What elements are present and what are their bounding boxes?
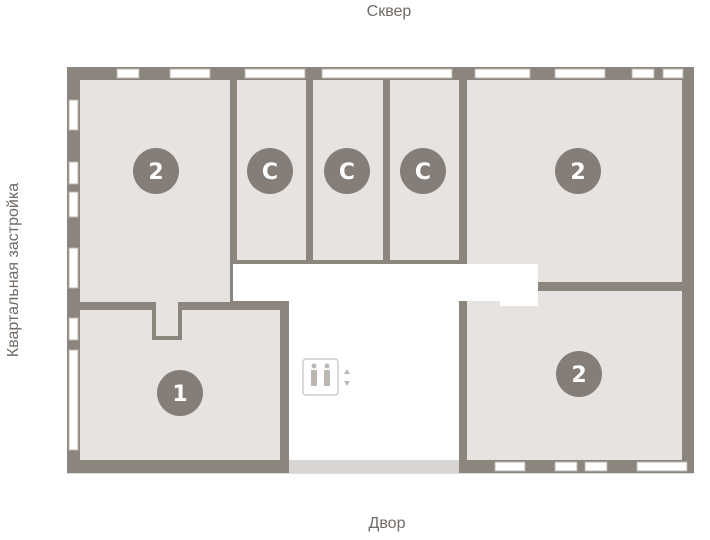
room-badge[interactable]: С — [324, 148, 370, 194]
svg-text:2: 2 — [571, 363, 586, 388]
room-badge[interactable]: С — [247, 148, 293, 194]
svg-text:С: С — [415, 160, 431, 185]
label-courtyard: Двор — [368, 515, 406, 532]
room-badge[interactable]: 2 — [133, 148, 179, 194]
windows — [68, 68, 688, 472]
svg-text:С: С — [339, 160, 355, 185]
svg-text:1: 1 — [172, 382, 187, 407]
room-badge[interactable]: 2 — [555, 148, 601, 194]
entrance — [289, 460, 459, 473]
room-badge[interactable]: 2 — [556, 351, 602, 397]
svg-text:С: С — [262, 160, 278, 185]
room-badge[interactable]: С — [400, 148, 446, 194]
room-badge[interactable]: 1 — [157, 370, 203, 416]
svg-text:2: 2 — [148, 160, 163, 185]
svg-text:2: 2 — [570, 160, 585, 185]
up-down-arrows-icon — [344, 369, 350, 386]
elevator-icon — [302, 358, 339, 396]
label-square: Сквер — [366, 3, 412, 20]
